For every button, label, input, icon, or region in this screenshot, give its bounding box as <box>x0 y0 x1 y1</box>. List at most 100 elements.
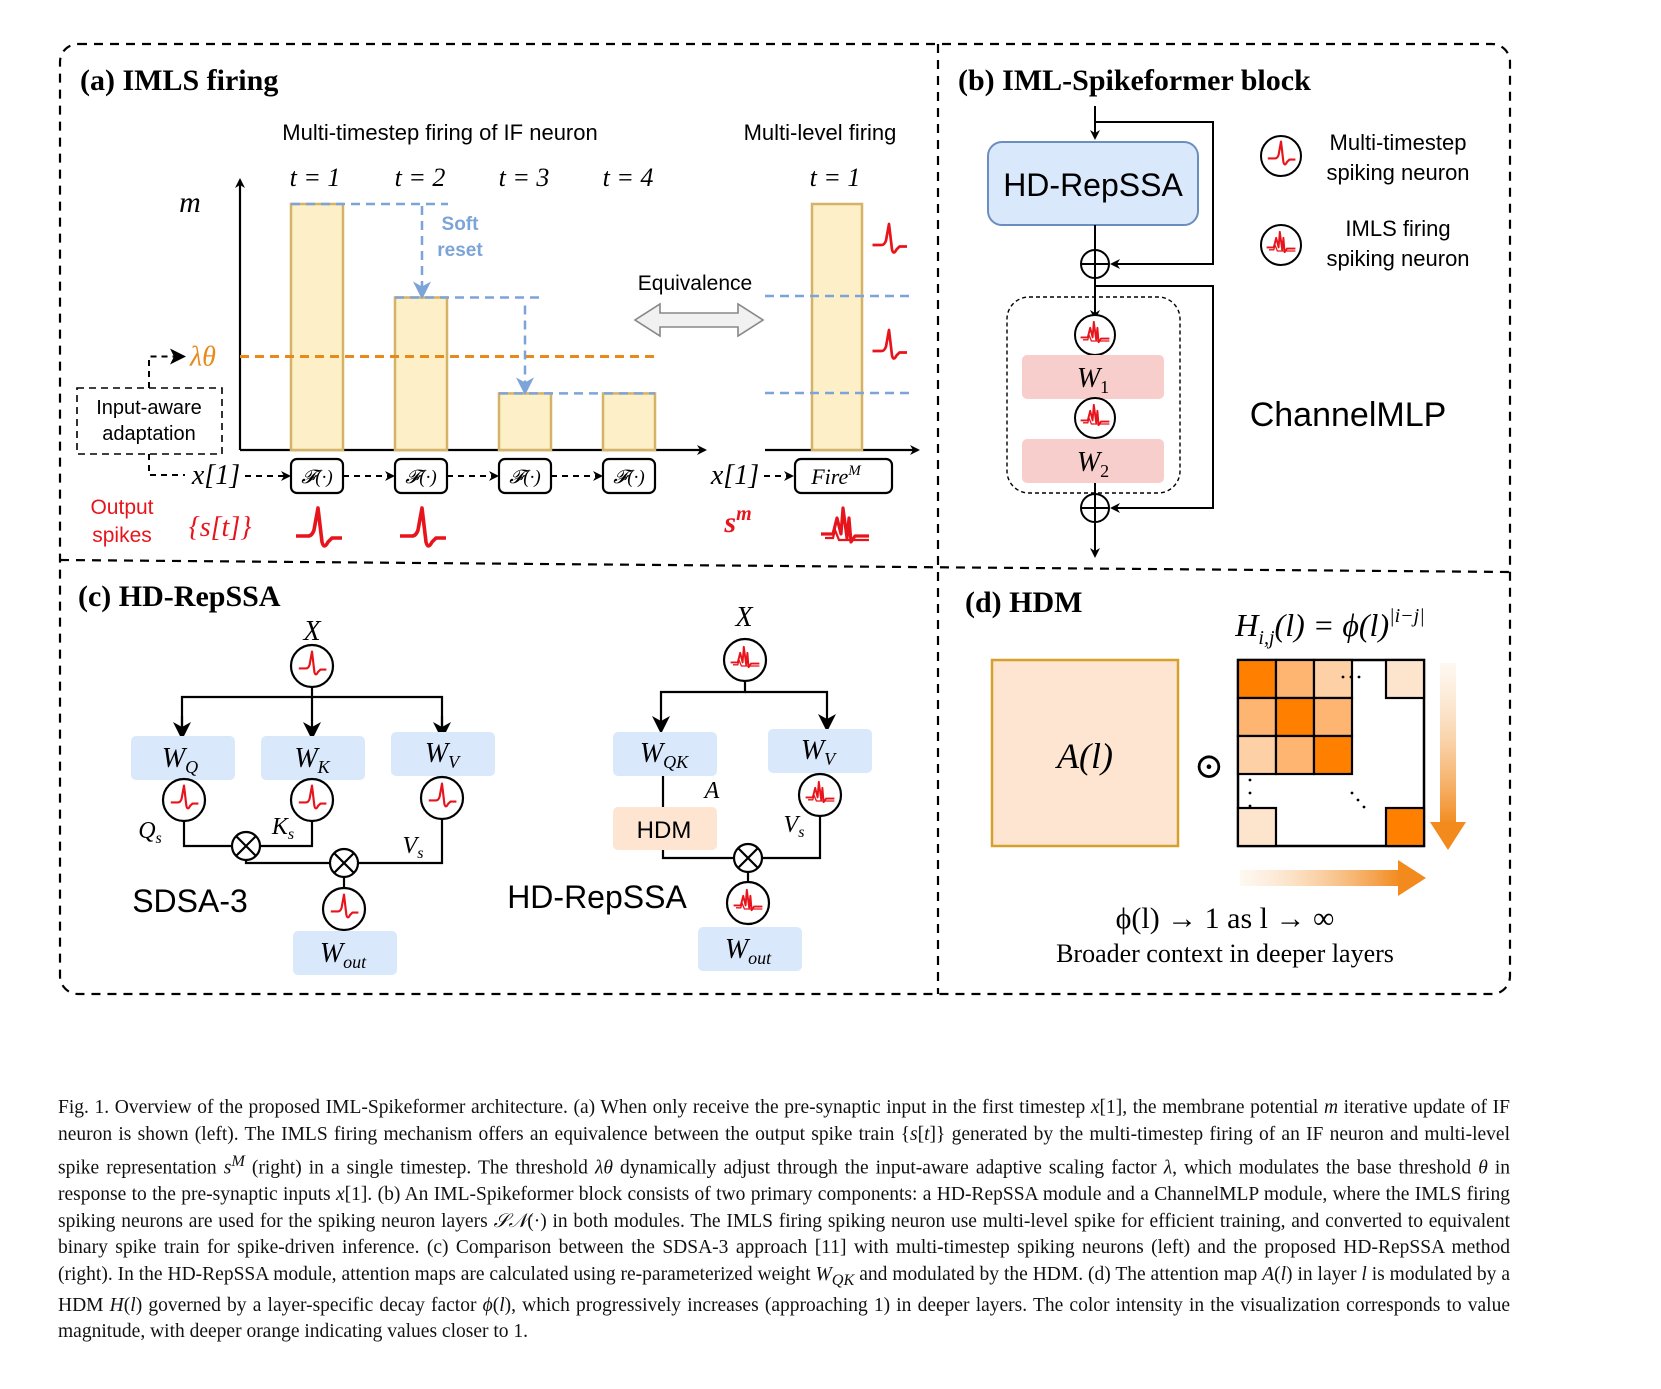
single-spike-neuron-icon <box>289 643 335 689</box>
caption-math: θ <box>1478 1157 1488 1179</box>
spike-train-label: {s[t]} <box>189 512 252 543</box>
attention-map-box <box>990 658 1180 848</box>
caption-text: ) in layer <box>1286 1263 1362 1285</box>
output-spike-icon <box>398 506 448 548</box>
wq-block <box>131 736 235 780</box>
residual-path-2 <box>1095 285 1214 513</box>
hdm-cell <box>1312 658 1354 700</box>
caption-text: ( <box>123 1294 131 1316</box>
soft-reset-label-2: reset <box>437 240 483 261</box>
add-icon <box>1080 249 1110 279</box>
caption-text: ) governed by a layer-specific decay fac… <box>135 1294 483 1316</box>
caption-math: λθ <box>594 1157 613 1179</box>
fire-m-box <box>793 457 894 495</box>
ellipsis-dot <box>1357 675 1361 679</box>
caption-text: is modulated by a HDM <box>58 1263 1510 1316</box>
adaptation-arrowhead <box>170 348 186 365</box>
input-aware-adaptation-box <box>76 387 223 455</box>
panel-c-title: (c) HD-RepSSA <box>78 580 281 613</box>
wk-block <box>261 736 365 780</box>
caption-math: 𝒮𝒩 <box>493 1210 528 1232</box>
equivalence-double-arrow-icon <box>633 302 765 338</box>
hdm-cell <box>1236 658 1278 700</box>
timestep-label: t = 1 <box>290 163 341 192</box>
hdm-cell <box>1274 734 1316 776</box>
horizontal-divider <box>59 558 1511 574</box>
hdm-formula: Hi,j(l) = ϕ(l)|i−j| <box>1234 605 1424 649</box>
single-spike-neuron-icon <box>1260 135 1302 177</box>
add-icon <box>1080 493 1110 523</box>
hd-repssa-label: HD-RepSSA <box>507 879 687 915</box>
caption-math: M <box>231 1152 245 1170</box>
hadamard-product-icon: ⊙ <box>1194 746 1224 786</box>
hdm-cell <box>1384 806 1426 848</box>
output-spikes-label-1: Output <box>90 496 153 519</box>
function-label: 𝓕(·) <box>509 467 540 488</box>
multiply-icon <box>328 847 360 879</box>
legend-label: IMLS firing <box>1345 216 1450 241</box>
multi-timestep-subtitle: Multi-timestep firing of IF neuron <box>282 120 597 145</box>
input-x-label: X <box>302 616 321 647</box>
gradient-arrow-vertical-shaft <box>1440 663 1456 825</box>
caption-text: , which modulates the base threshold <box>1172 1157 1479 1179</box>
imls-neuron-icon <box>722 637 768 683</box>
caption-math: s <box>909 1123 918 1145</box>
timestep-label: t = 4 <box>603 163 654 192</box>
equivalence-label: Equivalence <box>638 272 752 295</box>
timestep-label: t = 2 <box>395 163 446 192</box>
ellipsis-dot <box>1349 675 1353 679</box>
caption-math: H <box>109 1294 124 1316</box>
single-spike-neuron-icon <box>321 886 367 932</box>
membrane-bar <box>497 392 553 452</box>
panel-a: (a) IMLS firing Multi-timestep firing of… <box>76 64 920 548</box>
wout-block <box>698 927 802 971</box>
hdm-matrix <box>1236 658 1426 848</box>
caption-text: dynamically adjust through the input-awa… <box>612 1157 1164 1179</box>
wout-label: Wout <box>725 934 772 968</box>
single-spike-neuron-icon <box>419 775 465 821</box>
legend: Multi-timestep spiking neuron IMLS firin… <box>1260 130 1470 271</box>
vs-label: Vs <box>784 812 805 841</box>
caption-text: (right) in a single timestep. The thresh… <box>244 1157 595 1179</box>
ellipsis-dot <box>1362 805 1366 809</box>
level-spike-icon <box>871 222 909 254</box>
limit-text: ϕ(l) → 1 as l → ∞ <box>1116 902 1335 935</box>
hdm-cell <box>1274 658 1316 700</box>
gradient-arrow-horizontal-head <box>1398 860 1426 896</box>
channel-mlp-label: ChannelMLP <box>1250 396 1447 434</box>
caption-math: l <box>130 1294 136 1316</box>
multi-level-bar <box>810 202 864 452</box>
wqk-label: WQK <box>640 738 689 772</box>
a-path <box>661 850 734 860</box>
wq-label: WQ <box>162 743 198 777</box>
timestep-label-right: t = 1 <box>810 163 861 192</box>
ellipsis-dot <box>1248 791 1252 795</box>
imls-neuron-icon <box>1074 314 1116 356</box>
imls-neuron-icon <box>725 880 771 926</box>
caption-math: l <box>1280 1263 1287 1285</box>
hdm-cell <box>1312 696 1354 738</box>
output-spike-icon <box>294 506 344 548</box>
hdm-cell <box>1274 696 1316 738</box>
wqk-block <box>613 732 717 776</box>
soft-reset-lines <box>291 202 655 396</box>
imls-neuron-icon <box>1074 397 1116 439</box>
v-path <box>762 816 822 860</box>
hdm-cell <box>1236 734 1278 776</box>
hdm-cell <box>1312 734 1354 776</box>
caption-math: t <box>924 1123 930 1145</box>
panel-d-title: (d) HDM <box>965 586 1082 619</box>
caption-text: and modulated by the HDM. (d) The attent… <box>854 1263 1263 1285</box>
caption-math: W <box>815 1263 832 1285</box>
sdsa3-diagram: X WQ WK WV <box>131 616 495 975</box>
ks-label: Ks <box>271 814 294 843</box>
w2-block <box>1022 439 1164 483</box>
multi-level-spike-label: sm <box>723 503 751 539</box>
caption-math: m <box>1323 1097 1339 1118</box>
caption-text: ]} generated by the multi-timestep firin… <box>58 1123 1510 1179</box>
wv-label: WV <box>801 735 837 769</box>
context-text: Broader context in deeper layers <box>1056 939 1394 968</box>
w1-block <box>1022 355 1164 399</box>
caption-math: s <box>223 1157 232 1179</box>
